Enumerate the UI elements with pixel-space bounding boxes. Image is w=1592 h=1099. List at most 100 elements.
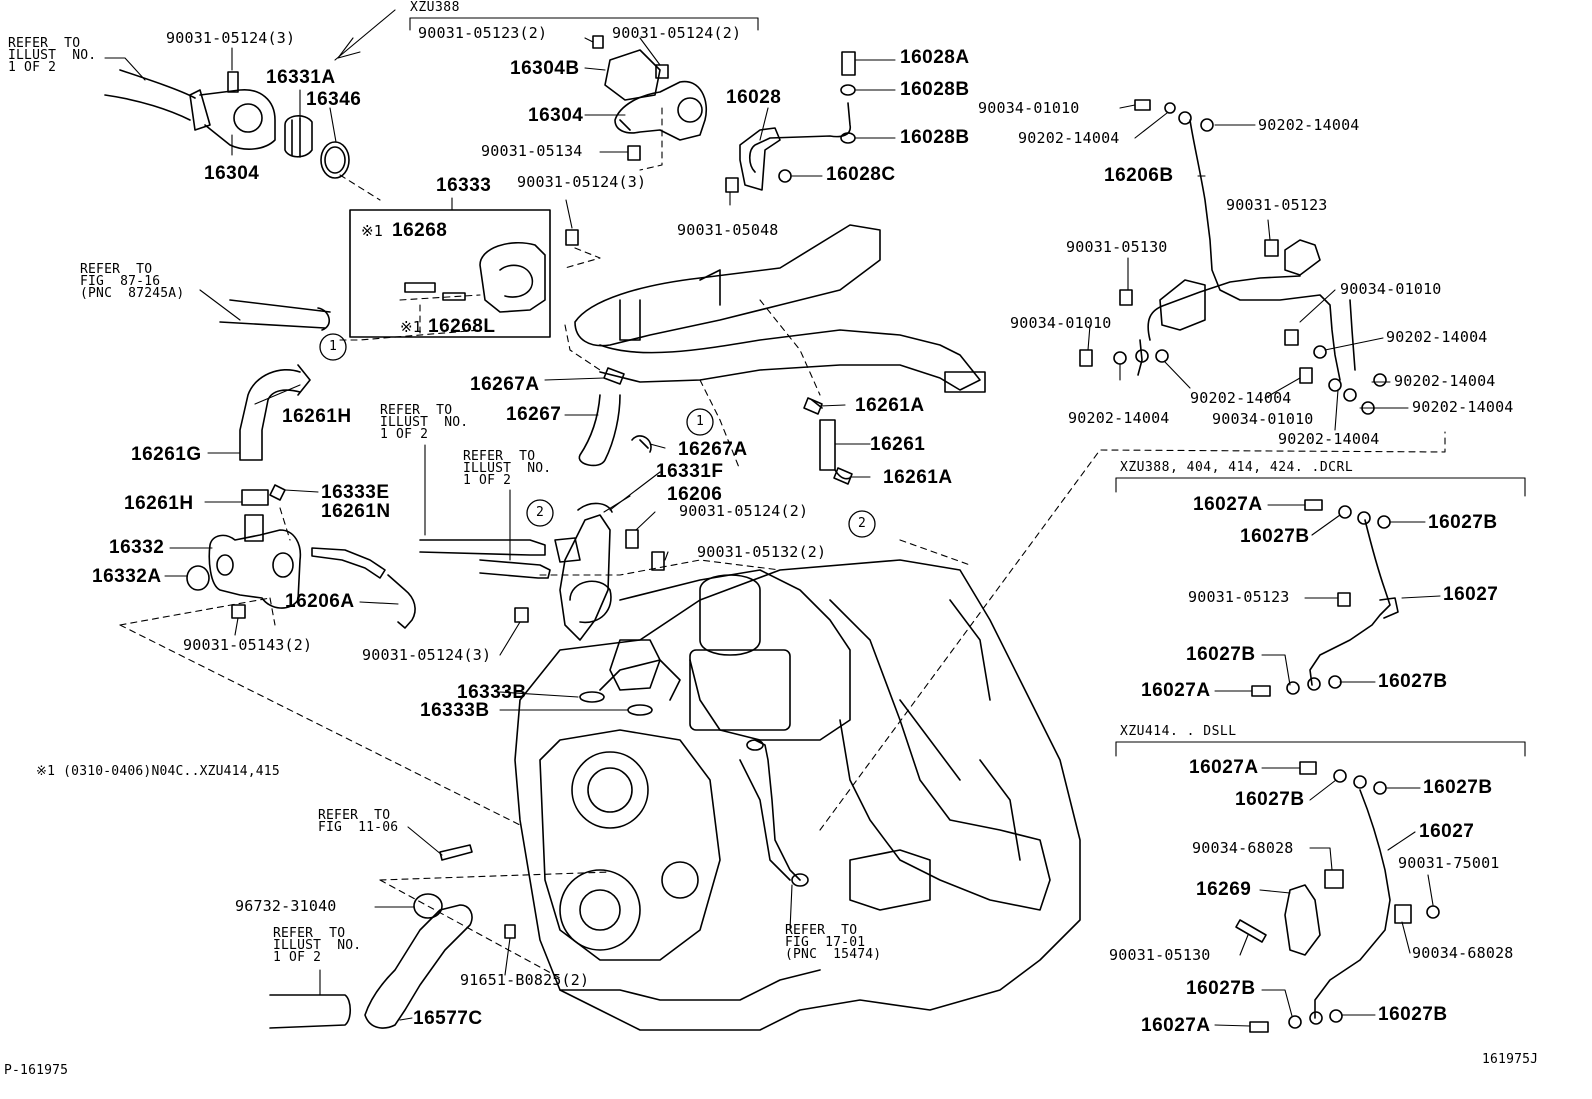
part-label: 16261 (870, 434, 926, 455)
part-label: 90031-05124(3) (517, 173, 647, 191)
part-label: 16028 (726, 87, 782, 108)
part-label: 16027B (1186, 978, 1256, 999)
part-label: 90034-01010 (1212, 410, 1314, 428)
breather-pipe (746, 739, 809, 887)
refer-note-fig11: REFER TO FIG 11-06 (318, 808, 399, 835)
part-label: 90031-05134 (481, 142, 583, 160)
group-header-dsll: XZU414. . DSLL (1120, 724, 1237, 739)
part-label: 16027A (1141, 1015, 1211, 1036)
water-pipe-16332 (186, 514, 302, 609)
part-label: 90202-14004 (1412, 398, 1514, 416)
part-label: 90202-14004 (1018, 129, 1120, 147)
part-label: 90202-14004 (1258, 116, 1360, 134)
part-label: 16027A (1193, 494, 1263, 515)
part-label: 16261A (883, 467, 953, 488)
part-label: 16304 (528, 105, 584, 126)
part-label: 90034-68028 (1412, 944, 1514, 962)
part-label: 16261H (124, 493, 194, 514)
reference-hoses (269, 539, 551, 1029)
part-label: 90031-05123 (1188, 588, 1290, 606)
leader-lines (104, 9, 1526, 1027)
part-label: 16269 (1196, 879, 1252, 900)
part-label: 16027B (1186, 644, 1256, 665)
part-label: 16027A (1189, 757, 1259, 778)
part-label: 90031-05124(3) (362, 646, 492, 664)
callout-number: 1 (329, 339, 338, 354)
group-header-dcrl: XZU388, 404, 414, 424. .DCRL (1120, 460, 1354, 475)
part-label: 16267 (506, 404, 562, 425)
part-label: 16333B (420, 700, 490, 721)
part-label: 16027B (1428, 512, 1498, 533)
part-label: 90034-68028 (1192, 839, 1294, 857)
pipe-16027-dsll (1284, 789, 1412, 1019)
part-label: 16267A (470, 374, 540, 395)
water-outlet-housing (104, 69, 350, 179)
part-label: 90031-05124(2) (612, 24, 742, 42)
part-label: 90031-05130 (1109, 946, 1211, 964)
callout-number: 1 (696, 414, 705, 429)
part-label: 16028B (900, 79, 970, 100)
part-label: 90202-14004 (1068, 409, 1170, 427)
callout-circles (319, 333, 876, 538)
part-label: 16333B (457, 682, 527, 703)
part-label: 16028C (826, 164, 896, 185)
water-inlet-housing (349, 209, 551, 338)
part-label: 16027B (1235, 789, 1305, 810)
part-label: 16333E (321, 482, 390, 503)
pipe-16206B (1137, 119, 1356, 381)
dashed-lines (119, 107, 1446, 979)
refer-note-illust: REFER TO ILLUST NO. 1 OF 2 (8, 36, 97, 75)
part-label: 16206 (667, 484, 723, 505)
part-label: 16577C (413, 1008, 483, 1029)
part-label: 16331F (656, 461, 724, 482)
callout-number: 2 (536, 505, 545, 520)
part-label: 16027B (1423, 777, 1493, 798)
part-label: 16332A (92, 566, 162, 587)
part-label: 90202-14004 (1278, 430, 1380, 448)
part-label: 16261G (131, 444, 202, 465)
callout-number: 2 (858, 516, 867, 531)
part-label: 90031-05123 (1226, 196, 1328, 214)
part-label: 16027A (1141, 680, 1211, 701)
part-label: 16028B (900, 127, 970, 148)
part-label: 16331A (266, 67, 336, 88)
footnote-mark: ※1 (361, 222, 383, 240)
part-label: 90031-05143(2) (183, 636, 313, 654)
pipe-16028 (739, 51, 856, 191)
part-label: 16027 (1419, 821, 1475, 842)
part-label: 90031-05048 (677, 221, 779, 239)
part-label: 16028A (900, 47, 970, 68)
fasteners (227, 35, 1440, 1033)
part-label: 91651-B0825(2) (460, 971, 590, 989)
part-label: 16267A (678, 439, 748, 460)
part-label: 16346 (306, 89, 362, 110)
water-outlet-housing-xzu388 (604, 49, 707, 141)
pipe-16027-dcrl (1309, 519, 1399, 686)
part-label: 90034-01010 (1010, 314, 1112, 332)
part-label: 90034-01010 (1340, 280, 1442, 298)
part-label: 16304 (204, 163, 260, 184)
part-label: 90031-05132(2) (697, 543, 827, 561)
housing-16206 (554, 502, 661, 691)
part-label: 16333 (436, 175, 492, 196)
part-label: 16304B (510, 58, 580, 79)
part-label: 16027B (1240, 526, 1310, 547)
part-label: 16268 (392, 220, 448, 241)
refer-note-fig87: REFER TO FIG 87-16 (PNC 87245A) (80, 262, 185, 301)
intake-pipe (574, 224, 986, 467)
part-label: 16027B (1378, 671, 1448, 692)
part-label: 16261N (321, 501, 391, 522)
part-label: 16027 (1443, 584, 1499, 605)
part-label: 90031-05123(2) (418, 24, 548, 42)
figure-code: 161975J (1482, 1052, 1539, 1067)
part-label: 16332 (109, 537, 165, 558)
part-label: 90202-14004 (1190, 389, 1292, 407)
refer-note-fig17: REFER TO FIG 17-01 (PNC 15474) (785, 923, 882, 962)
part-label: 16206B (1104, 165, 1174, 186)
hose-16261N (311, 547, 416, 629)
part-label: 16261A (855, 395, 925, 416)
part-label: 90202-14004 (1394, 372, 1496, 390)
part-label: 96732-31040 (235, 897, 337, 915)
